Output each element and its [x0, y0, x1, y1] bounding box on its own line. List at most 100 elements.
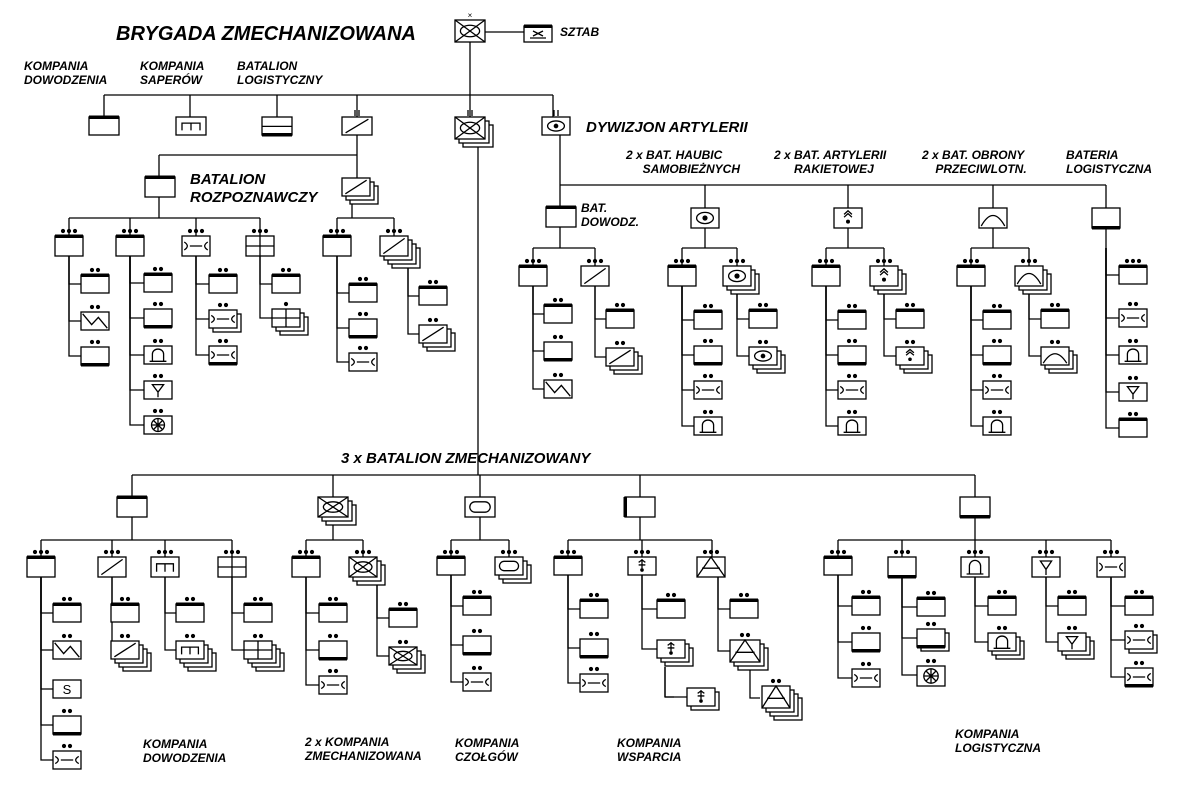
battery-maint [837, 373, 867, 400]
support-company [623, 496, 656, 518]
label-kompania-dowodzenia: KOMPANIA DOWODZENIA [24, 59, 108, 87]
mortar-section-2 [686, 687, 720, 711]
maint-section-2 [1124, 623, 1158, 654]
battery-supply [982, 409, 1012, 436]
battery-platoon-2 [693, 338, 723, 366]
art-hq-platoon-2 [543, 334, 573, 362]
fuel-section [1057, 589, 1087, 616]
log-coy-hq [823, 549, 853, 576]
recon-section [110, 596, 140, 623]
recon-sub-platoon [348, 276, 378, 303]
battery-platoon-2 [982, 338, 1012, 366]
mech-coy-hq [291, 549, 321, 578]
support-hq-section [579, 592, 609, 619]
label-bottom-kompania-czolgow: KOMPANIA CZOŁGÓW [455, 736, 520, 764]
artillery-hq-battery [545, 205, 577, 228]
mech-company-stack [317, 496, 357, 526]
eng-section [175, 596, 205, 623]
log-maint-section [851, 661, 881, 688]
hq-platoon [143, 266, 173, 293]
howitzer-battalion [690, 207, 720, 229]
hq-platoon-2 [143, 301, 173, 329]
recon-sub-hq [322, 228, 352, 257]
tank-maint [462, 665, 492, 692]
maint-section [52, 743, 82, 770]
hq-section-2 [52, 708, 82, 736]
tank-hq-section [462, 589, 492, 616]
label-bat-haubic: 2 x BAT. HAUBIC SAMOBIEŻNYCH [626, 148, 741, 176]
maint-platoon-3 [208, 338, 238, 366]
label-kompania-saperow: KOMPANIA SAPERÓW [140, 59, 205, 87]
hq-eng-platoon [150, 549, 180, 578]
firing-batteries [1014, 258, 1052, 295]
mech-hq-section [318, 596, 348, 623]
tank-coy-hq [436, 549, 466, 576]
battery-maint [982, 373, 1012, 400]
log-battery-hq [1118, 258, 1148, 285]
art-recon-stack [605, 340, 643, 375]
ad-battalion [978, 207, 1008, 229]
atgm-section-stack [729, 632, 769, 671]
log-fuel-platoon [1031, 549, 1061, 578]
hq-label: SZTAB [560, 25, 600, 39]
label-bateria-logistyczna: BATERIA LOGISTYCZNA [1066, 148, 1152, 176]
maint-platoon-2 [208, 302, 242, 333]
recon-hq-company-2 [115, 228, 145, 257]
mech-bn-hq-company [116, 495, 148, 518]
label-bottom-kompania-logistyczna: KOMPANIA LOGISTYCZNA [955, 727, 1041, 755]
art-hq-sub [518, 258, 548, 287]
battery-hq [811, 258, 841, 287]
battery-platoon [837, 303, 867, 330]
atgm-section [729, 592, 759, 619]
battery-hq [667, 258, 697, 287]
maint-section [1124, 589, 1154, 616]
log-hq-section [851, 589, 881, 616]
log-supply [1118, 338, 1148, 365]
hq-section [52, 596, 82, 623]
recon-sub-stack [379, 228, 421, 269]
label-bat-dowodz: BAT. DOWODZ. [581, 201, 639, 229]
transport-section-2 [916, 621, 950, 652]
recon-sub-maint [348, 345, 378, 372]
art-hq-platoon [543, 297, 573, 324]
art-signal-platoon [543, 372, 573, 399]
label-batalion-logistyczny: BATALION LOGISTYCZNY [237, 59, 323, 87]
hq-coy-platoon [26, 549, 56, 578]
fuel-platoon [143, 373, 173, 400]
support-hq [553, 549, 583, 576]
transport-section [916, 590, 946, 617]
mortar-section [656, 592, 686, 619]
transport-platoon [143, 408, 173, 435]
recon-hq-company [54, 228, 84, 257]
tank-hq-section-2 [462, 628, 492, 656]
tank-company [464, 496, 496, 518]
supply-section-stack [987, 625, 1025, 660]
hq-recon-platoon [97, 549, 127, 578]
recon-sub-platoon-2 [348, 311, 378, 339]
eng-section-stack [175, 633, 217, 672]
artillery-battalion-symbol [541, 110, 571, 136]
signal-section [52, 633, 82, 660]
hq-med-platoon [217, 549, 247, 578]
firing-batteries [722, 258, 760, 295]
firing-platoon [895, 302, 925, 329]
brigade-title: BRYGADA ZMECHANIZOWANA [116, 23, 416, 45]
log-maint-platoon [1096, 549, 1126, 578]
maint-platoon [208, 267, 238, 294]
support-maint [579, 666, 609, 693]
recon-med-company [245, 228, 275, 257]
maint-section-3 [1124, 660, 1154, 688]
log-maint [1118, 301, 1148, 328]
battery-platoon-2 [837, 338, 867, 366]
battery-supply [693, 409, 723, 436]
med-stack [271, 301, 309, 336]
label-bottom-kompania-zmech: 2 x KOMPANIA ZMECHANIZOWANA [305, 735, 422, 763]
wheel-section [916, 658, 946, 687]
atgm-section-2 [761, 678, 803, 721]
label-bat-oplot: 2 x BAT. OBRONY PRZECIWLOTN. [922, 148, 1027, 176]
recon-section-stack [110, 633, 152, 672]
log-transport [1118, 411, 1148, 438]
label-bottom-kompania-wsparcia: KOMPANIA WSPARCIA [617, 736, 682, 764]
recon-battalion-symbol [341, 110, 373, 136]
recon-maint-company [181, 228, 211, 257]
